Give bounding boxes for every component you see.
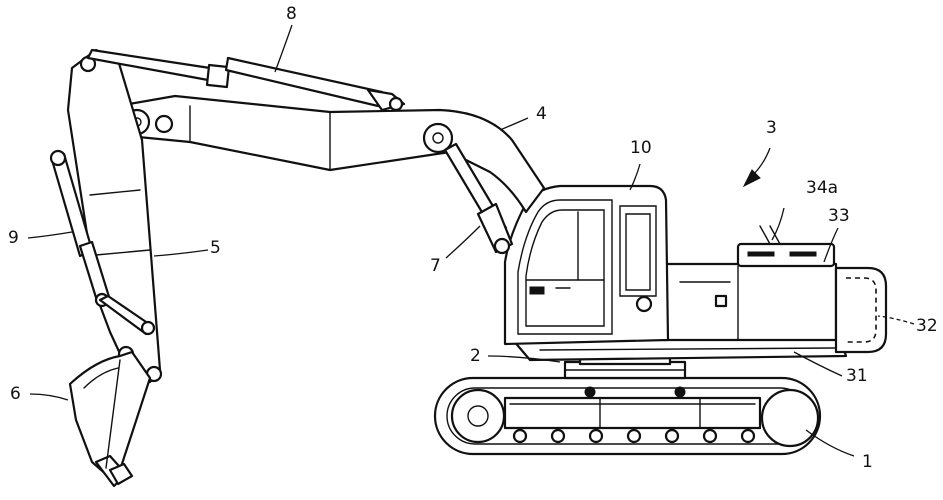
engine-cover bbox=[662, 225, 838, 342]
label-boom-cylinder: 7 bbox=[430, 256, 441, 276]
arm-cylinder bbox=[86, 48, 406, 112]
bucket bbox=[68, 350, 152, 488]
boom-cylinder bbox=[443, 142, 514, 255]
label-bucket: 6 bbox=[10, 384, 21, 404]
label-swing-bearing: 2 bbox=[470, 346, 481, 366]
label-upper-structure: 3 bbox=[766, 118, 777, 138]
label-engine-cover: 33 bbox=[828, 206, 850, 226]
operator-cab bbox=[503, 184, 670, 346]
label-boom: 4 bbox=[536, 104, 547, 124]
label-crawler: 1 bbox=[862, 452, 873, 472]
carrier-rollers bbox=[584, 386, 686, 398]
label-cover-panel: 34a bbox=[806, 178, 839, 198]
label-frame: 31 bbox=[846, 366, 868, 386]
crawler-track bbox=[433, 376, 822, 456]
label-arm: 5 bbox=[210, 238, 221, 258]
counterweight bbox=[834, 266, 888, 354]
swing-bearing bbox=[563, 354, 687, 380]
label-bucket-cylinder: 9 bbox=[8, 228, 19, 248]
bucket-cylinder bbox=[49, 149, 156, 336]
label-arm-cylinder: 8 bbox=[286, 4, 297, 24]
upper-structure-arrow bbox=[742, 147, 771, 188]
track-rollers bbox=[512, 428, 756, 444]
leader-lines bbox=[27, 24, 915, 457]
label-cab: 10 bbox=[630, 138, 652, 158]
label-counterweight: 32 bbox=[916, 316, 938, 336]
